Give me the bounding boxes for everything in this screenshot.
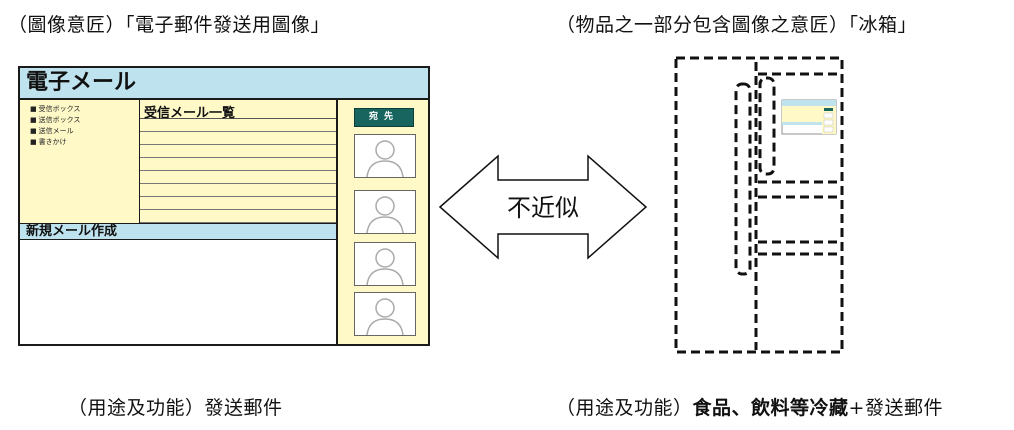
caption-left-bottom: （用途及功能）發送郵件 xyxy=(68,397,283,419)
contact-avatar xyxy=(354,292,416,336)
person-icon xyxy=(366,248,404,285)
refrigerator-drawing xyxy=(674,56,844,354)
caption-right-bottom-suffix: +發送郵件 xyxy=(848,397,943,419)
contact-avatar xyxy=(354,134,416,178)
inbox-row xyxy=(140,132,336,145)
person-icon xyxy=(366,298,404,335)
folder-item: 受信ボックス xyxy=(30,104,139,115)
caption-left-top: （圖像意匠）「電子郵件發送用圖像」 xyxy=(8,14,331,36)
mockup-contacts-panel: 宛先 xyxy=(336,100,428,344)
inbox-row xyxy=(140,158,336,171)
caption-right-bottom-bold: 食品、飲料等冷藏 xyxy=(692,397,849,419)
contact-avatar xyxy=(354,242,416,286)
destination-button: 宛先 xyxy=(354,108,414,127)
folder-item: 書きかけ xyxy=(30,137,139,148)
mockup-folder-list: 受信ボックス 送信ボックス 送信メール 書きかけ xyxy=(20,100,140,224)
mockup-title-bar: 電子メール xyxy=(20,68,428,100)
compose-body xyxy=(20,240,336,344)
folder-item: 送信メール xyxy=(30,126,139,137)
inbox-row xyxy=(140,145,336,158)
fridge-display-screen xyxy=(781,99,837,135)
inbox-row xyxy=(140,171,336,184)
inbox-row xyxy=(140,210,336,223)
compose-title-bar: 新規メール作成 xyxy=(20,224,336,240)
person-icon xyxy=(366,140,404,177)
comparison-label: 不近似 xyxy=(507,194,579,222)
folder-item: 送信ボックス xyxy=(30,115,139,126)
inbox-row xyxy=(140,184,336,197)
fridge-outer-outline xyxy=(674,56,844,354)
double-arrow-icon xyxy=(438,154,648,260)
fridge-right-handle xyxy=(758,76,776,176)
inbox-row xyxy=(140,197,336,210)
fridge-left-handle xyxy=(734,82,752,276)
inbox-list-title: 受信メール一覧 xyxy=(140,100,336,121)
caption-right-top: （物品之一部分包含圖像之意匠）「冰箱」 xyxy=(556,14,918,36)
caption-right-bottom: （用途及功能）食品、飲料等冷藏+發送郵件 xyxy=(556,393,943,420)
person-icon xyxy=(366,196,404,233)
contact-avatar xyxy=(354,190,416,234)
email-screen-mockup: 電子メール 受信ボックス 送信ボックス 送信メール 書きかけ 受信メール一覧 新… xyxy=(18,66,430,346)
inbox-row xyxy=(140,119,336,132)
caption-right-bottom-prefix: （用途及功能） xyxy=(556,397,693,419)
mockup-inbox-list: 受信メール一覧 xyxy=(140,100,336,224)
